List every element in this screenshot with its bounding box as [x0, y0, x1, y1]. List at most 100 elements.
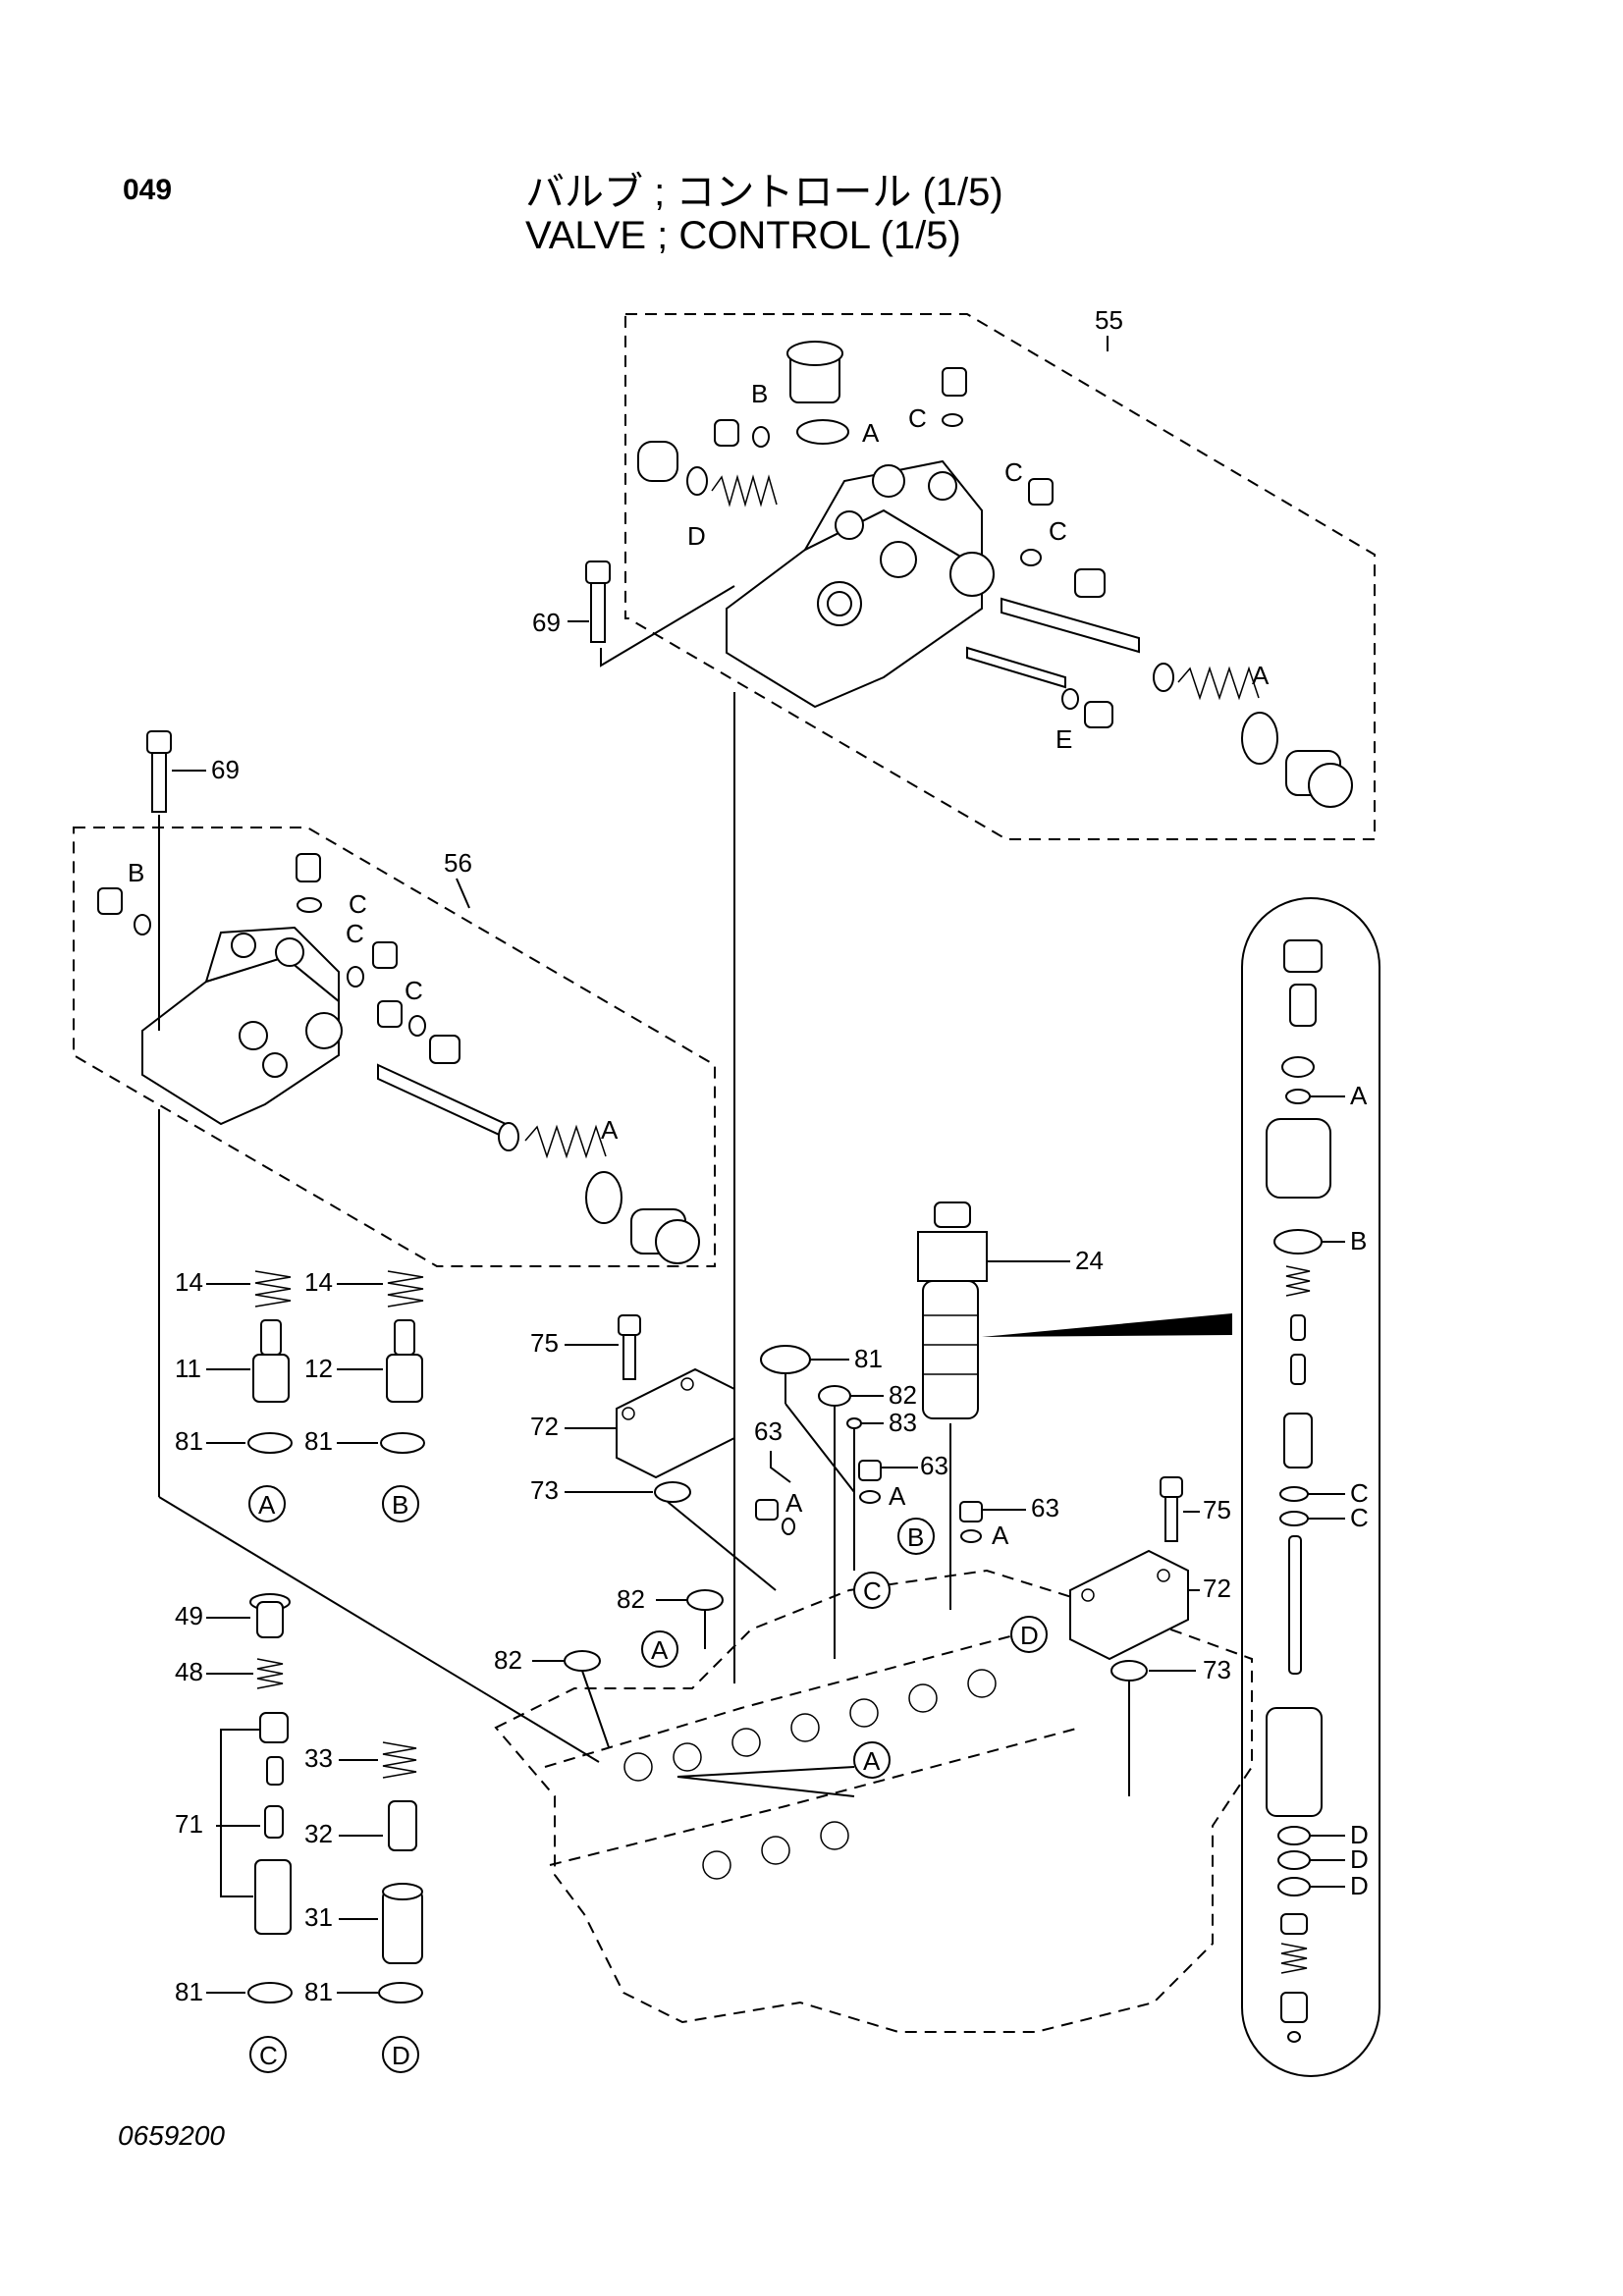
o-ring-63-a	[782, 1518, 795, 1535]
letter-detail-c2: C	[1350, 1503, 1369, 1532]
part-71-pin	[264, 1805, 284, 1839]
letter-a-56: A	[601, 1115, 619, 1145]
spool-55	[966, 597, 1140, 689]
ref-circle-a-left	[248, 1485, 286, 1522]
letter-a-55b: A	[1252, 661, 1270, 690]
letter-b-55: B	[751, 379, 768, 408]
ref-circle-a-body-2	[853, 1741, 891, 1779]
detail-capsule-24	[1241, 897, 1380, 2077]
drawing-code: 0659200	[118, 2120, 226, 2151]
bolt-69-top	[585, 561, 611, 643]
o-ring-81c	[247, 1982, 293, 2003]
plug-63-c	[959, 1501, 983, 1522]
o-ring-55a	[796, 419, 849, 445]
cap-55	[1285, 750, 1353, 808]
leader-56	[456, 878, 470, 909]
callout-63-b: 63	[920, 1451, 948, 1480]
o-ring-c-56c	[408, 1015, 426, 1037]
plug-top-55	[786, 341, 843, 403]
plug-c-55	[942, 367, 967, 397]
o-ring-a-56	[585, 1171, 622, 1224]
callout-69-left: 69	[211, 755, 240, 784]
part-24	[917, 1201, 988, 1419]
o-ring-63-c	[960, 1529, 982, 1543]
callout-81d: 81	[304, 1977, 333, 2006]
cover-plate-72-left	[616, 1367, 735, 1479]
letter-c-56c: C	[405, 976, 423, 1005]
o-ring-81b	[380, 1432, 425, 1454]
ref-circle-d-body	[1010, 1616, 1048, 1653]
callout-14b: 14	[304, 1267, 333, 1297]
part-71-body	[254, 1859, 292, 1935]
leader-block56-body	[158, 1496, 600, 1763]
leader-81-center-c	[784, 1403, 855, 1571]
main-valve-body	[494, 1569, 1253, 2033]
letter-detail-d3: D	[1350, 1871, 1369, 1900]
title-japanese: バルブ ; コントロール (1/5)	[525, 171, 1003, 214]
o-ring-c-56b	[347, 966, 364, 988]
letter-detail-c1: C	[1350, 1478, 1369, 1508]
leader-73-left-b	[667, 1501, 777, 1591]
part-31	[382, 1883, 423, 1964]
letter-ref-d-left: D	[392, 2041, 410, 2070]
ref-circle-b-body	[897, 1518, 935, 1555]
spring-14b	[387, 1270, 424, 1308]
o-ring-b-55	[752, 426, 770, 448]
letter-ref-d-body: D	[1020, 1621, 1039, 1650]
part-71-cap	[259, 1712, 289, 1743]
callout-75-left: 75	[530, 1328, 559, 1358]
o-ring-82-top	[818, 1385, 851, 1407]
callout-82-low: 82	[494, 1645, 522, 1675]
cover-plate-72-right	[1069, 1549, 1189, 1661]
callout-82-mid: 82	[617, 1584, 645, 1614]
ref-circle-b-left	[382, 1485, 419, 1522]
callout-14a: 14	[175, 1267, 203, 1297]
letter-ref-c-body: C	[863, 1576, 882, 1606]
plug-b-56	[97, 887, 123, 915]
ref-circle-d-left	[382, 2036, 419, 2073]
callout-81a: 81	[175, 1426, 203, 1456]
plug-63-b	[858, 1460, 882, 1481]
callout-48: 48	[175, 1657, 203, 1686]
callout-69-top: 69	[532, 608, 561, 637]
o-ring-63-b	[859, 1490, 881, 1504]
callout-11: 11	[175, 1354, 201, 1383]
part-49	[249, 1593, 291, 1638]
part-12	[386, 1319, 423, 1403]
bracket-71-bottom	[220, 1826, 253, 1897]
spring-55a	[637, 441, 778, 507]
valve-block-56	[141, 926, 343, 1126]
o-ring-81d	[378, 1982, 423, 2003]
letter-ref-a-left: A	[258, 1490, 276, 1520]
plug-c-55c	[1074, 568, 1106, 598]
plug-c-55b	[1028, 478, 1054, 506]
leader-82-low-b	[581, 1670, 610, 1748]
spring-14a	[254, 1270, 292, 1308]
o-ring-73-right	[1110, 1660, 1148, 1682]
callout-56: 56	[444, 848, 472, 878]
assembly-55-boundary	[624, 313, 1376, 840]
spool-56	[377, 1063, 507, 1140]
valve-block-55	[726, 459, 995, 709]
callout-73-right: 73	[1203, 1655, 1231, 1684]
part-32	[388, 1800, 417, 1851]
letter-a-63c: A	[992, 1521, 1009, 1550]
bolt-75-left	[618, 1314, 641, 1380]
o-ring-82-low	[564, 1650, 601, 1672]
o-ring-81a	[247, 1432, 293, 1454]
callout-81c: 81	[175, 1977, 203, 2006]
leader-69-top-b	[600, 585, 735, 667]
o-ring-b-56	[134, 914, 151, 935]
letter-a-55a: A	[862, 418, 880, 448]
plug-b-55	[714, 419, 739, 447]
callout-49: 49	[175, 1601, 203, 1630]
callout-75-right: 75	[1203, 1495, 1231, 1524]
title-english: VALVE ; CONTROL (1/5)	[525, 214, 961, 257]
bracket-71-top	[216, 1729, 260, 1827]
letter-detail-b: B	[1350, 1226, 1367, 1255]
letter-c-56a: C	[349, 889, 367, 919]
part-71-spring	[266, 1756, 284, 1786]
callout-33: 33	[304, 1743, 333, 1773]
spring-55b	[1153, 663, 1260, 701]
callout-63-c: 63	[1031, 1493, 1059, 1522]
